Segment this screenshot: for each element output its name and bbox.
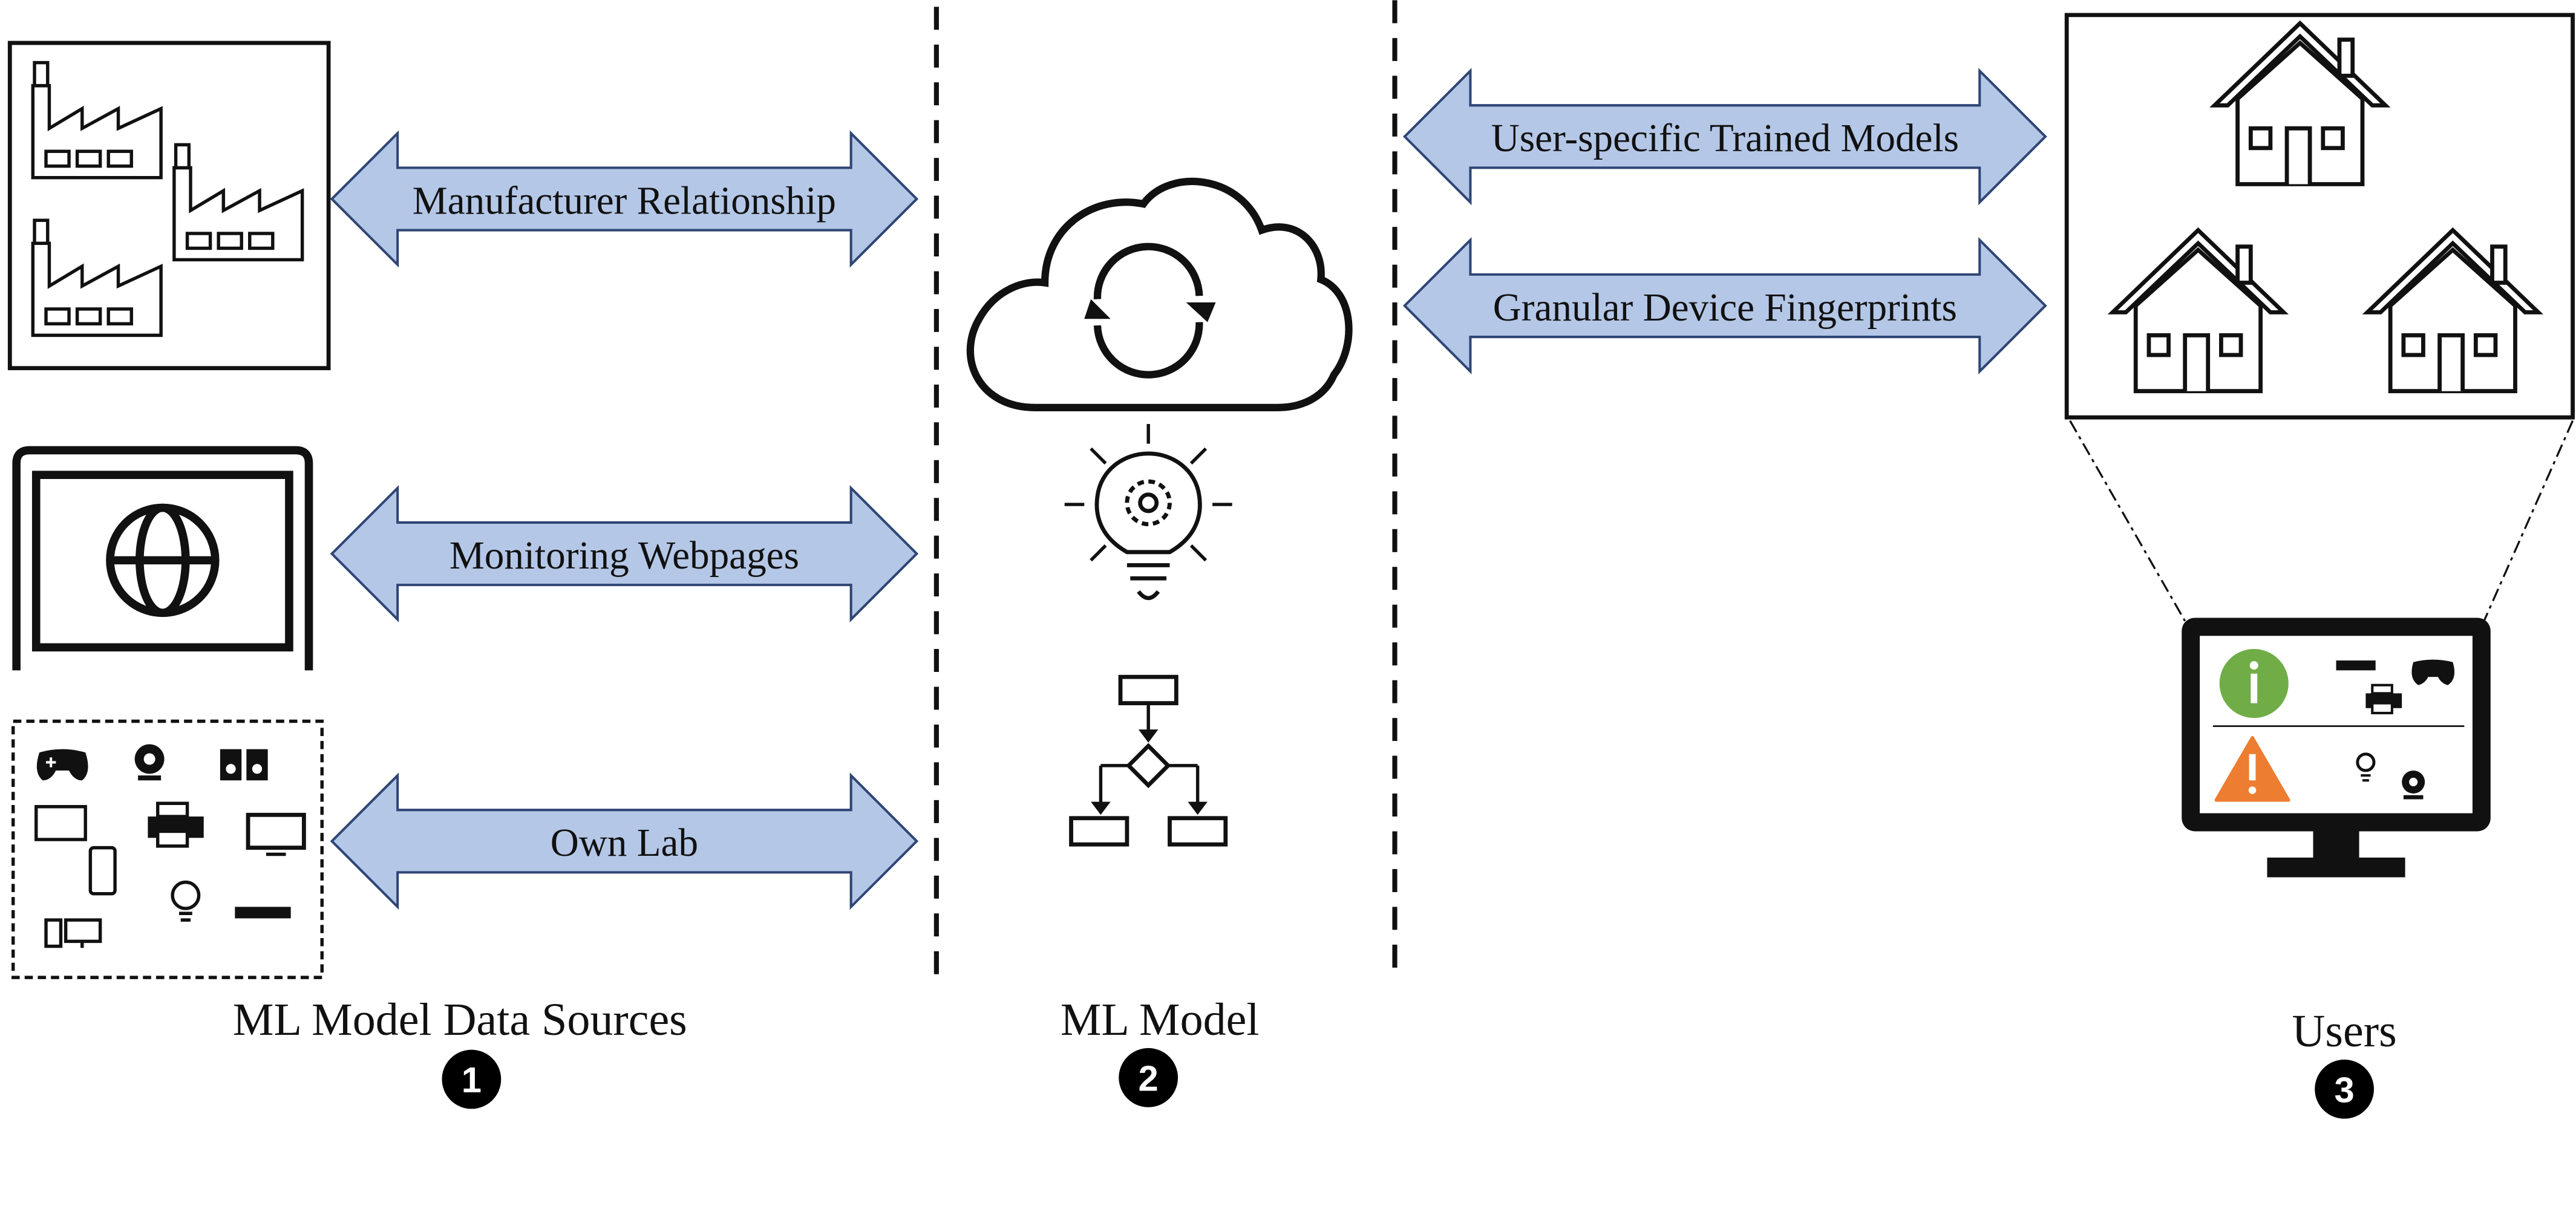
- step-badge-1: 1: [442, 1049, 502, 1109]
- arrow-label-monitoring: Monitoring Webpages: [449, 534, 799, 578]
- arrow-label-manufacturer: Manufacturer Relationship: [413, 179, 836, 223]
- homes-panel: [2064, 13, 2575, 420]
- arrow-manufacturer-relationship: Manufacturer Relationship: [330, 130, 919, 268]
- connector-left: [2069, 420, 2186, 622]
- section-label-data-sources: ML Model Data Sources: [233, 994, 687, 1045]
- flowchart-icon: [1069, 674, 1228, 847]
- factories-panel: [7, 41, 331, 371]
- globe-browser-icon: [12, 446, 313, 671]
- iot-devices-icon: [11, 719, 324, 979]
- svg-text:3: 3: [2334, 1070, 2354, 1110]
- step-badge-3: 3: [2315, 1059, 2374, 1119]
- arrow-granular-device-fingerprints: Granular Device Fingerprints: [1402, 236, 2047, 375]
- info-icon: [2219, 649, 2289, 719]
- svg-text:1: 1: [462, 1060, 482, 1100]
- arrow-user-specific-trained-models: User-specific Trained Models: [1402, 68, 2047, 206]
- section-label-ml-model: ML Model: [1061, 994, 1260, 1045]
- monitor-icon: [2182, 618, 2491, 878]
- step-badge-2: 2: [1119, 1048, 1178, 1107]
- warning-icon: [2214, 735, 2290, 802]
- arrow-label-own-lab: Own Lab: [551, 821, 698, 865]
- arrow-label-fingerprints: Granular Device Fingerprints: [1493, 286, 1957, 330]
- cloud-sync-icon: [966, 177, 1353, 411]
- arrow-monitoring-webpages: Monitoring Webpages: [330, 484, 919, 623]
- svg-text:2: 2: [1139, 1058, 1159, 1099]
- connector-right: [2483, 420, 2574, 622]
- arrow-label-trained-models: User-specific Trained Models: [1491, 117, 1959, 160]
- section-label-users: Users: [2292, 1006, 2397, 1057]
- arrow-own-lab: Own Lab: [330, 772, 919, 910]
- lightbulb-gear-icon: [1064, 424, 1232, 601]
